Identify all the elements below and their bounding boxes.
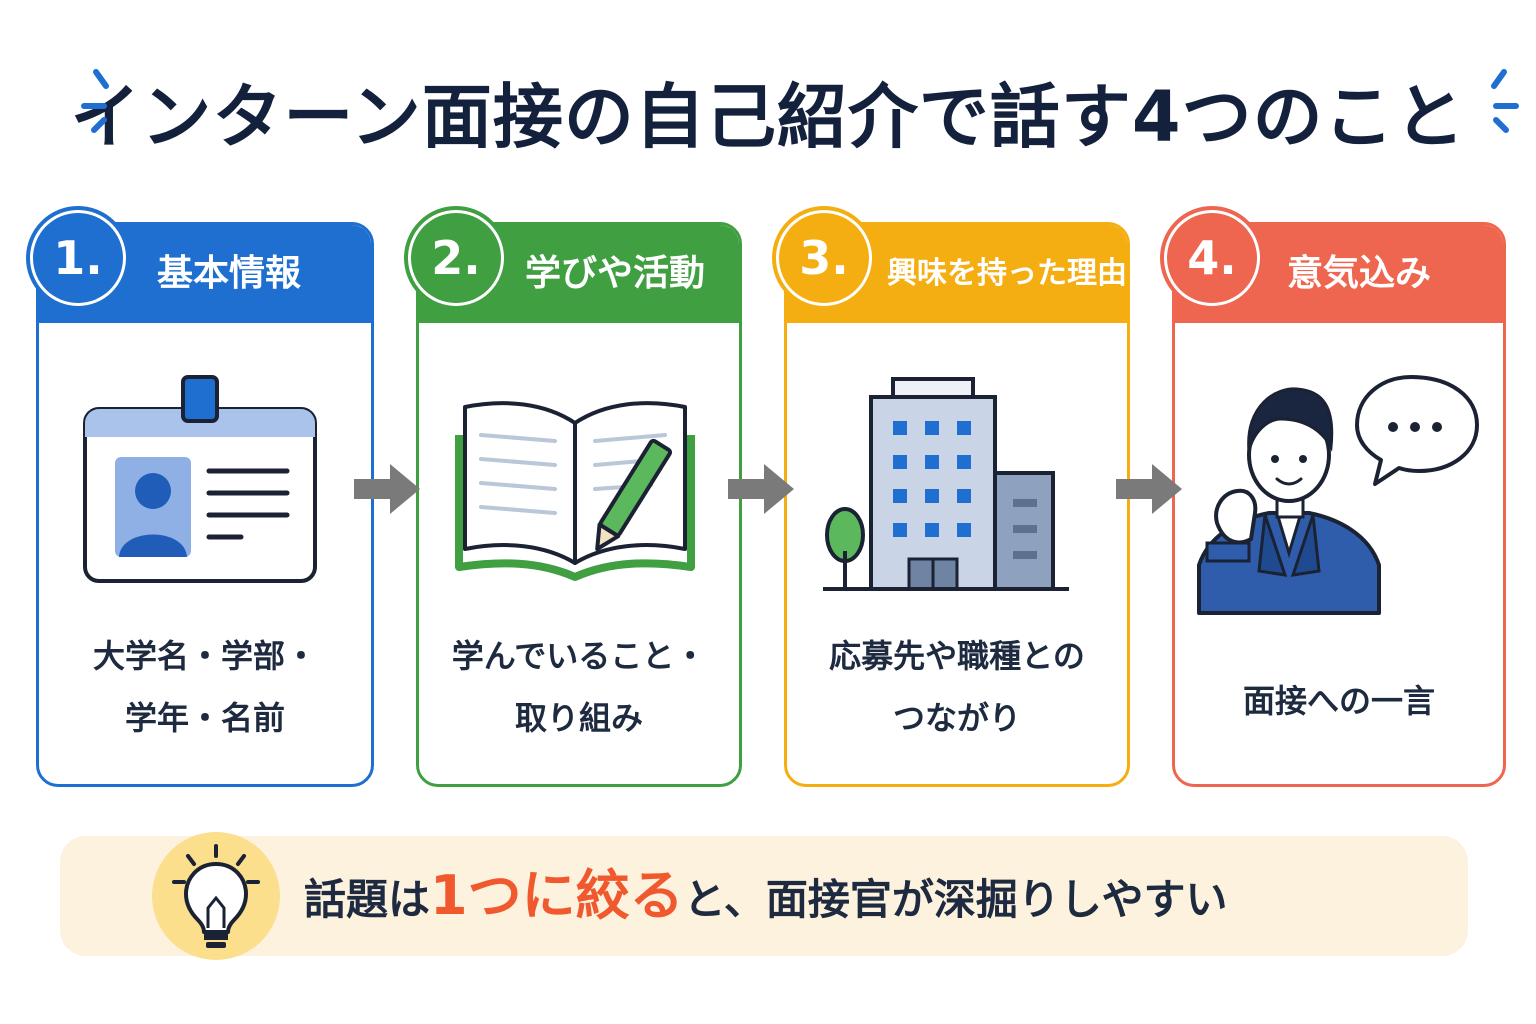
tip-banner: 話題は1つに絞ると、面接官が深掘りしやすい [60,832,1468,960]
step-description-line: 学んでいること・ [451,637,707,675]
right-sparkle-icon [1491,69,1519,133]
tip-text-before: 話題は [304,875,431,924]
businessman-speech-icon [1197,375,1479,615]
tip-text: 話題は1つに絞ると、面接官が深掘りしやすい [304,836,1228,956]
step-card-3: 興味を持った理由 応募先や職種との つながり [784,222,1130,787]
step-label-1: 基本情報 [157,253,302,294]
step-description-line: 取り組み [514,699,643,737]
arrow-right-icon [354,464,420,514]
step-description-line: 学年・名前 [124,699,285,737]
step-number-badge-3: 3. [772,206,876,310]
lightbulb-icon [172,844,260,948]
notebook-pen-icon [455,401,695,581]
left-sparkle-icon [81,69,109,133]
step-number-badge-1: 1. [26,206,130,310]
office-building-icon [823,377,1069,591]
step-description-4: 面接への一言 [1175,670,1503,732]
step-card-1: 基本情報 大学名・学部・ 学年・名前 [36,222,374,787]
step-label-2: 学びや活動 [525,253,706,294]
step-description-line: 面接への一言 [1242,682,1435,720]
step-card-4: 意気込み 面接への一言 [1172,222,1506,787]
step-description-line: 大学名・学部・ [92,637,317,675]
step-description-3: 応募先や職種との つながり [787,625,1127,749]
step-label-3: 興味を持った理由 [887,256,1127,291]
step-label-4: 意気込み [1287,253,1432,294]
step-number-badge-4: 4. [1160,206,1264,310]
id-card-icon [83,375,317,583]
arrow-right-icon [728,464,794,514]
lightbulb-icon-circle [152,832,280,960]
tip-highlight: 1つに絞る [430,864,684,927]
step-card-2: 学びや活動 学んでいること・ 取り組み [416,222,742,787]
step-description-line: つながり [892,699,1021,737]
arrow-right-icon [1116,464,1182,514]
step-description-1: 大学名・学部・ 学年・名前 [39,625,371,749]
step-description-line: 応募先や職種との [829,637,1085,675]
step-number-badge-2: 2. [404,206,508,310]
step-description-2: 学んでいること・ 取り組み [419,625,739,749]
page-title: インターン面接の自己紹介で話す4つのこと [70,76,1466,158]
tip-text-after: と、面接官が深掘りしやすい [683,875,1228,924]
